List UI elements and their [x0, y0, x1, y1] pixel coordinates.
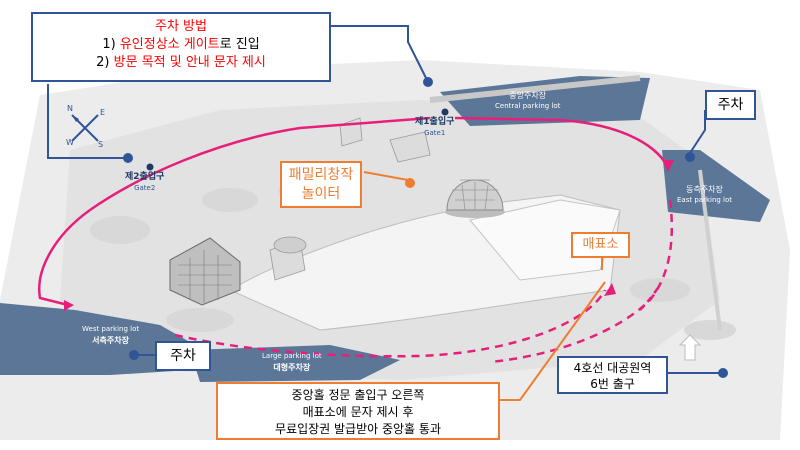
- parking-method-callout: 주차 방법 1) 유인정상소 게이트로 진입 2) 방문 목적 및 안내 문자 …: [31, 12, 331, 82]
- route-arrow-east: [662, 160, 674, 172]
- parking-method-step1: 1) 유인정상소 게이트로 진입: [33, 36, 329, 54]
- gate1-label-en: Gate1: [424, 129, 446, 137]
- step1-suffix: 로 진입: [219, 37, 260, 52]
- route-south-dashed: [174, 289, 607, 358]
- compass-icon: [71, 114, 99, 142]
- central-parking-label-en: Central parking lot: [495, 102, 561, 110]
- leader-dot-east-parking: [685, 152, 695, 162]
- road-east: [698, 169, 722, 331]
- step1-highlight: 유인정상소 게이트: [119, 37, 220, 52]
- parking-method-title: 주차 방법: [155, 19, 207, 34]
- west-parking-callout: 주차: [155, 341, 211, 371]
- step1-prefix: 1): [102, 37, 120, 52]
- step2-prefix: 2): [96, 55, 114, 70]
- family-playground-callout: 패밀리창작 놀이터: [280, 161, 362, 208]
- small-buildings: [269, 117, 431, 281]
- route-subway-dashed: [639, 284, 662, 311]
- east-parking-label: 동측주차장 East parking lot: [677, 185, 732, 205]
- west-parking-label-kr: 서측주차장: [92, 336, 129, 345]
- instruction-line1: 중앙홀 정문 출입구 오른쪽: [291, 388, 425, 402]
- west-parking-callout-text: 주차: [170, 348, 196, 364]
- leader-line-playground: [363, 171, 409, 181]
- parking-method-step2: 2) 방문 목적 및 안내 문자 제시: [33, 54, 329, 72]
- leader-line-gate1: [255, 25, 429, 83]
- instruction-line3: 무료입장권 발급받아 중앙홀 통과: [274, 422, 441, 436]
- gate1-label: 제1출입구 Gate1: [415, 117, 454, 139]
- step2-highlight: 방문 목적 및 안내 문자 제시: [113, 55, 266, 70]
- central-parking-label-kr: 중앙주차장: [509, 91, 547, 100]
- leader-line-instruction: [500, 281, 606, 401]
- glass-building: [169, 237, 241, 306]
- leader-dot-playground: [405, 178, 415, 188]
- subway-callout: 4호선 대공원역 6번 출구: [557, 356, 668, 394]
- route-west-solid: [38, 116, 431, 307]
- subway-white-arrow: [678, 334, 702, 361]
- ticket-office-callout: 매표소: [571, 232, 630, 258]
- compass-south: S: [98, 140, 104, 149]
- west-parking-lot: [0, 303, 195, 375]
- road-north: [429, 75, 641, 103]
- subway-line2: 6번 출구: [590, 377, 635, 391]
- central-parking-lot: [440, 76, 650, 126]
- east-parking-label-kr: 동측주차장: [686, 185, 723, 194]
- compass-west: W: [66, 138, 74, 147]
- compass-east: E: [100, 108, 106, 117]
- west-parking-label-en: West parking lot: [82, 325, 140, 333]
- gate2-label: 제2출입구 Gate2: [125, 172, 164, 194]
- dome-building: [445, 179, 505, 218]
- gate1-label-kr: 제1출입구: [415, 117, 455, 127]
- route-arrow-ticket: [604, 283, 616, 296]
- subway-line1: 4호선 대공원역: [573, 361, 652, 375]
- large-parking-label-kr: 대형주차장: [273, 363, 311, 372]
- large-parking-label: Large parking lot 대형주차장: [262, 350, 322, 374]
- instruction-line2: 매표소에 문자 제시 후: [302, 405, 414, 419]
- gate2-label-kr: 제2출입구: [125, 172, 165, 182]
- central-parking-label: 중앙주차장 Central parking lot: [495, 91, 560, 111]
- leader-dot-gate1: [423, 77, 433, 87]
- east-parking-callout: 주차: [705, 90, 756, 120]
- ticket-office-text: 매표소: [582, 237, 619, 252]
- playground-line2: 놀이터: [301, 186, 341, 202]
- instruction-callout: 중앙홀 정문 출입구 오른쪽 매표소에 문자 제시 후 무료입장권 발급받아 중…: [216, 382, 500, 440]
- compass-north: N: [67, 104, 73, 113]
- route-arrow-west: [64, 300, 74, 311]
- east-parking-callout-text: 주차: [717, 97, 744, 113]
- leader-line-parking-method: [47, 84, 128, 159]
- east-parking-lot: [662, 150, 770, 222]
- leader-dot-gate2: [123, 153, 133, 163]
- west-parking-label: West parking lot 서측주차장: [82, 323, 139, 347]
- gate2-marker: [146, 163, 154, 171]
- large-parking-label-en: Large parking lot: [262, 352, 322, 360]
- playground-line1: 패밀리창작: [288, 167, 354, 183]
- east-parking-label-en: East parking lot: [677, 196, 733, 204]
- leader-dot-west-parking: [129, 350, 139, 360]
- gate1-marker: [441, 108, 449, 116]
- gate2-label-en: Gate2: [134, 184, 156, 192]
- leader-dot-subway: [718, 368, 728, 378]
